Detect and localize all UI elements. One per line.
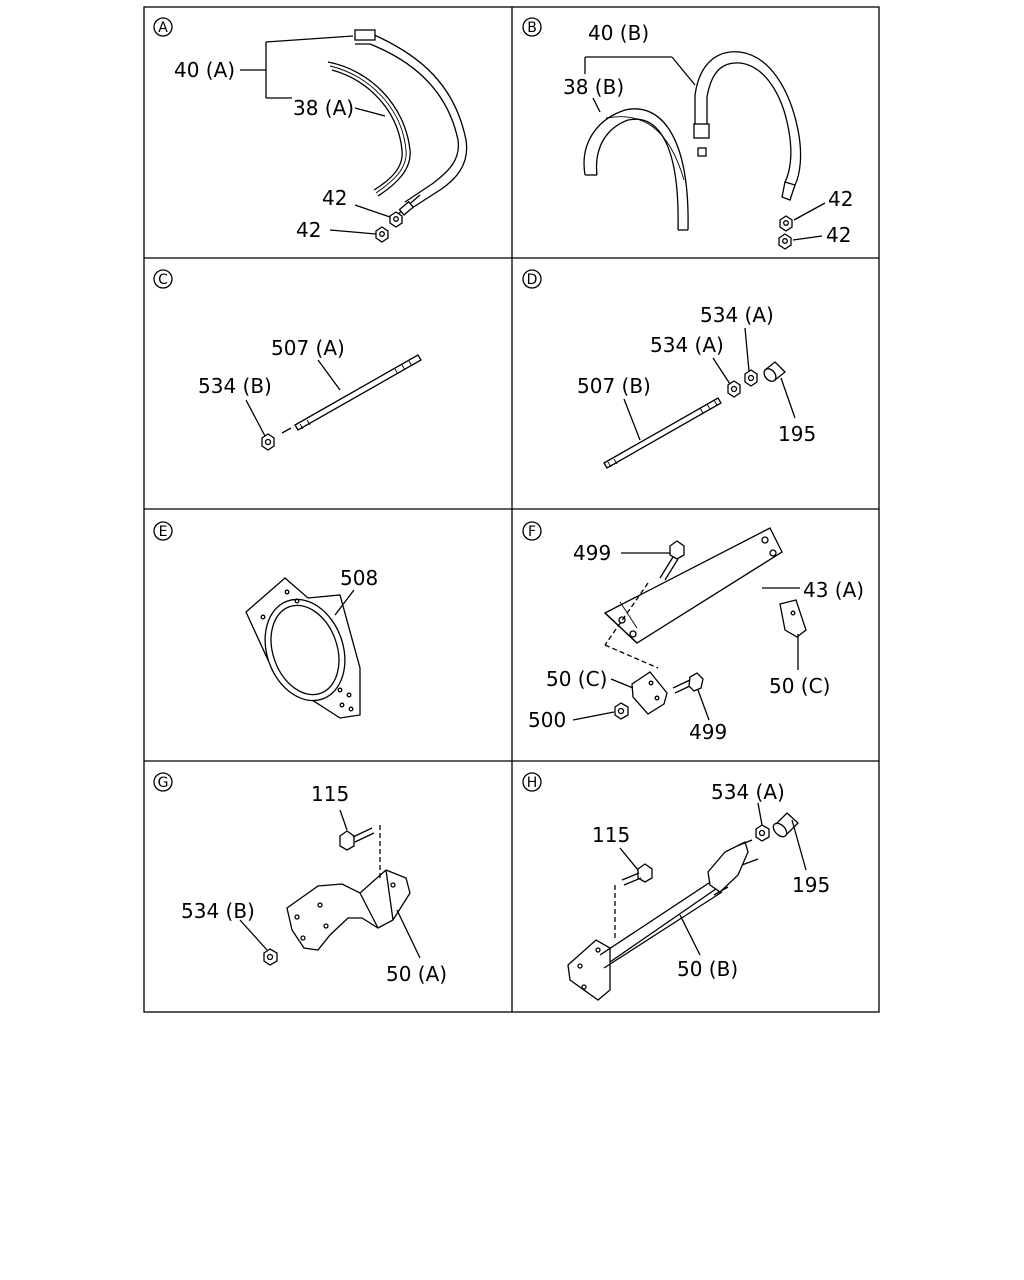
label-507b: 507 (B) bbox=[577, 374, 651, 398]
label-50b: 50 (B) bbox=[677, 957, 738, 981]
panel-h-id-badge: H bbox=[522, 772, 542, 792]
label-195-h: 195 bbox=[792, 873, 830, 897]
label-534a-d-upper: 534 (A) bbox=[700, 303, 774, 327]
bracket-50c-left bbox=[631, 671, 668, 715]
bolt-115-h bbox=[621, 863, 653, 886]
svg-text:H: H bbox=[527, 775, 538, 791]
panel-g-leaders bbox=[239, 809, 421, 959]
nut-534a-h bbox=[755, 824, 770, 842]
label-40b: 40 (B) bbox=[588, 21, 649, 45]
svg-text:C: C bbox=[158, 272, 168, 288]
bolt-115-g bbox=[339, 827, 375, 851]
strap-40a-illustration bbox=[354, 29, 468, 216]
panel-f-dash-lines bbox=[604, 582, 659, 669]
bushing-195-h bbox=[772, 812, 799, 838]
panel-f-id-badge: F bbox=[522, 521, 542, 541]
nut-42-b-lower bbox=[778, 233, 792, 250]
panel-e-id-badge: E bbox=[153, 521, 173, 541]
label-42-lower: 42 bbox=[296, 218, 321, 242]
label-42-b-lower: 42 bbox=[826, 223, 851, 247]
nut-42-upper bbox=[389, 211, 403, 228]
leader-508 bbox=[334, 589, 355, 616]
panel-h-leaders bbox=[614, 802, 807, 956]
panel-g: G 115 534 (B) 50 (A) bbox=[153, 772, 447, 986]
label-38a: 38 (A) bbox=[293, 96, 354, 120]
label-534b-c: 534 (B) bbox=[198, 374, 272, 398]
liner-38a-illustration bbox=[327, 61, 411, 197]
panel-b-id-badge: B bbox=[522, 17, 542, 37]
panel-a-id-badge: A bbox=[153, 17, 173, 37]
svg-text:A: A bbox=[158, 20, 168, 36]
panel-a: A bbox=[153, 17, 468, 243]
nut-534a-d-lower bbox=[727, 380, 741, 398]
panel-d: D 534 (A) 534 (A) 507 (B) 195 bbox=[522, 269, 816, 469]
panel-c: C 507 (A) 534 (B) bbox=[153, 269, 422, 451]
label-40a: 40 (A) bbox=[174, 58, 235, 82]
label-534b-g: 534 (B) bbox=[181, 899, 255, 923]
label-534a-h: 534 (A) bbox=[711, 780, 785, 804]
bracket-50c-right bbox=[779, 599, 807, 638]
label-508: 508 bbox=[340, 566, 378, 590]
bolt-499-lower bbox=[672, 672, 704, 694]
panel-d-id-badge: D bbox=[522, 269, 542, 289]
panel-f-leaders bbox=[572, 552, 800, 721]
panel-h: H bbox=[522, 772, 830, 1001]
panel-g-id-badge: G bbox=[153, 772, 173, 792]
bushing-195-d bbox=[763, 361, 786, 382]
panel-a-leaders bbox=[240, 35, 391, 235]
panel-e: E 508 bbox=[153, 521, 378, 719]
label-50c-right: 50 (C) bbox=[769, 674, 830, 698]
label-50a: 50 (A) bbox=[386, 962, 447, 986]
label-195-d: 195 bbox=[778, 422, 816, 446]
panel-c-id-badge: C bbox=[153, 269, 173, 289]
label-507a: 507 (A) bbox=[271, 336, 345, 360]
nut-534b-c bbox=[261, 433, 275, 451]
nut-42-b-upper bbox=[779, 215, 793, 232]
liner-38b-illustration bbox=[583, 108, 689, 231]
svg-text:B: B bbox=[527, 20, 537, 36]
label-500: 500 bbox=[528, 708, 566, 732]
panel-b-leaders bbox=[584, 56, 826, 241]
panel-grid bbox=[143, 6, 880, 1013]
label-499-lower: 499 bbox=[689, 720, 727, 744]
label-42-b-upper: 42 bbox=[828, 187, 853, 211]
label-499-upper: 499 bbox=[573, 541, 611, 565]
bracket-50b-illustration bbox=[567, 839, 759, 1001]
nut-500 bbox=[614, 702, 629, 720]
nut-534a-d-upper bbox=[744, 369, 758, 387]
rod-507a-illustration bbox=[281, 354, 422, 434]
svg-text:E: E bbox=[159, 524, 168, 540]
bracket-508-illustration bbox=[245, 577, 361, 719]
panel-f: F bbox=[522, 521, 864, 744]
label-50c-left: 50 (C) bbox=[546, 667, 607, 691]
rod-507b-illustration bbox=[603, 397, 722, 469]
crossmember-43a-illustration bbox=[603, 527, 783, 644]
label-42-upper: 42 bbox=[322, 186, 347, 210]
strap-40b-illustration bbox=[693, 51, 802, 201]
bracket-50a-illustration bbox=[286, 869, 411, 951]
nut-534b-g bbox=[263, 948, 278, 966]
svg-text:F: F bbox=[528, 524, 536, 540]
label-115-g: 115 bbox=[311, 782, 349, 806]
panel-c-leaders bbox=[245, 359, 341, 437]
nut-42-lower bbox=[375, 226, 389, 243]
svg-text:D: D bbox=[527, 272, 538, 288]
label-38b: 38 (B) bbox=[563, 75, 624, 99]
panel-d-leaders bbox=[623, 327, 796, 441]
label-43a: 43 (A) bbox=[803, 578, 864, 602]
bolt-499-upper bbox=[659, 540, 685, 581]
label-534a-d-lower: 534 (A) bbox=[650, 333, 724, 357]
svg-text:G: G bbox=[158, 775, 169, 791]
panel-b: B bbox=[522, 17, 853, 250]
label-115-h: 115 bbox=[592, 823, 630, 847]
